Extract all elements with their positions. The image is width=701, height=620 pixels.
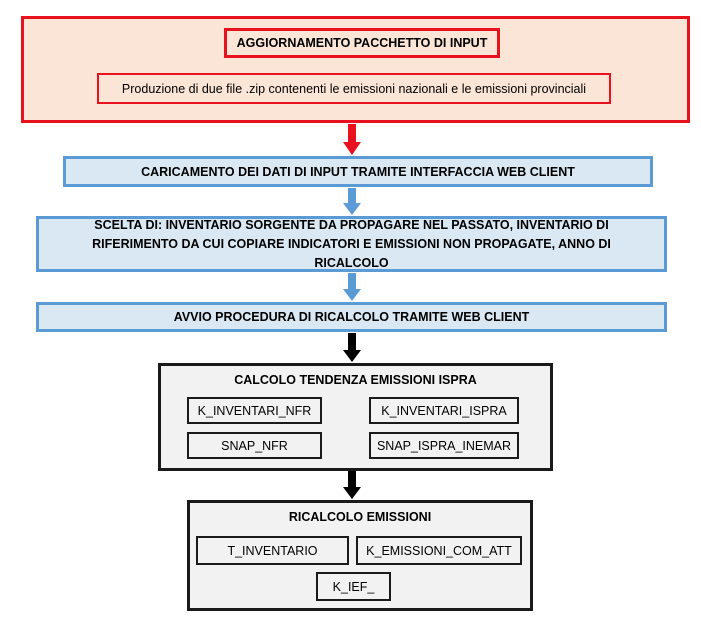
table-k-emissioni-com-att: K_EMISSIONI_COM_ATT	[356, 536, 522, 565]
arrow-down-black-icon	[343, 333, 361, 362]
table-k-ief: K_IEF_	[316, 572, 391, 601]
step-start-recalculation: AVVIO PROCEDURA DI RICALCOLO TRAMITE WEB…	[36, 302, 667, 332]
arrow-down-blue-icon	[343, 273, 361, 301]
trend-calculation-title: CALCOLO TENDENZA EMISSIONI ISPRA	[234, 373, 477, 387]
input-package-title: AGGIORNAMENTO PACCHETTO DI INPUT	[224, 28, 500, 58]
step-choose-inventory: SCELTA DI: INVENTARIO SORGENTE DA PROPAG…	[36, 216, 667, 272]
table-k-inventari-nfr: K_INVENTARI_NFR	[187, 397, 322, 424]
table-t-inventario: T_INVENTARIO	[196, 536, 349, 565]
arrow-down-red-icon	[343, 124, 361, 155]
step-upload-input: CARICAMENTO DEI DATI DI INPUT TRAMITE IN…	[63, 156, 653, 187]
arrow-down-blue-icon	[343, 188, 361, 215]
arrow-down-black-icon	[343, 471, 361, 499]
table-snap-ispra-inemar: SNAP_ISPRA_INEMAR	[369, 432, 519, 459]
table-k-inventari-ispra: K_INVENTARI_ISPRA	[369, 397, 519, 424]
table-snap-nfr: SNAP_NFR	[187, 432, 322, 459]
input-package-description: Produzione di due file .zip contenenti l…	[97, 73, 611, 104]
emission-recalculation-title: RICALCOLO EMISSIONI	[288, 510, 432, 524]
